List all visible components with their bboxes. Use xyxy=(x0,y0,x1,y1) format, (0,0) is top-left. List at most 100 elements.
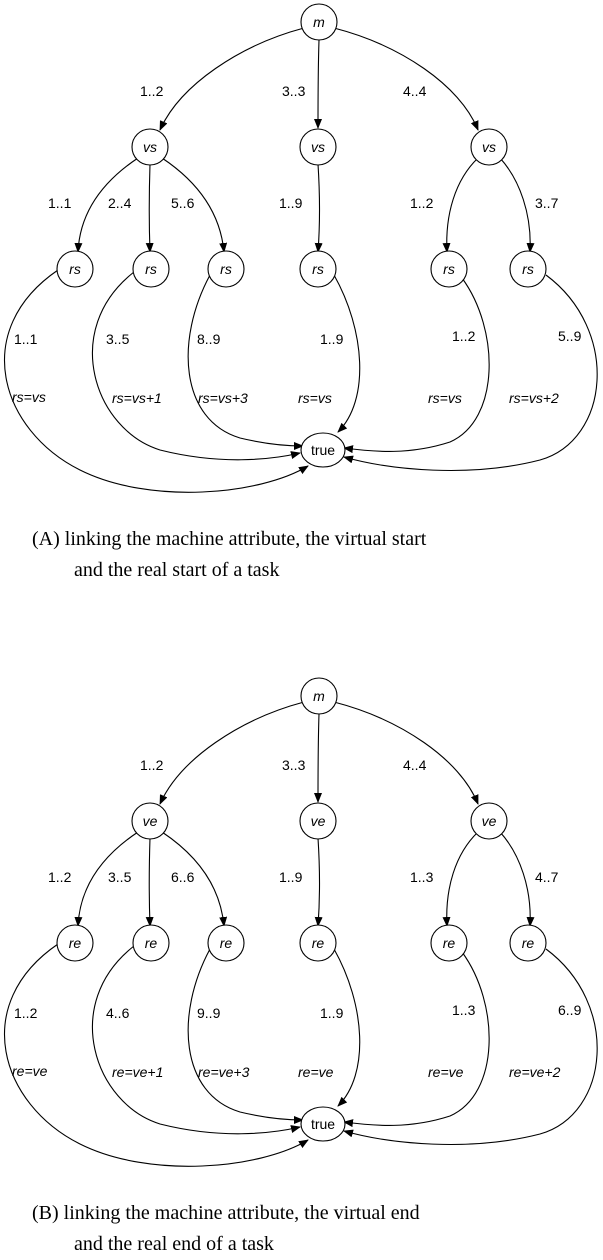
edge-rs-true-4 xyxy=(333,274,361,433)
node-re-6-label: re xyxy=(522,935,535,951)
edge-re-true-6 xyxy=(343,948,598,1146)
edge-vs-rs-2 xyxy=(145,163,154,253)
caption-b: (B) linking the machine attribute, the v… xyxy=(32,1198,592,1260)
mid-edge-label-5: 1..2 xyxy=(410,195,434,211)
edge-rs-true-5 xyxy=(343,277,490,454)
node-m xyxy=(300,3,338,41)
root-edge-label-1: 1..2 xyxy=(140,83,164,99)
edge-ve-re-1 xyxy=(74,831,139,927)
edge-vs-rs-3 xyxy=(161,157,228,253)
leaf-range-label-5: 1..3 xyxy=(452,1002,476,1018)
edge-m-ve-2 xyxy=(314,713,323,803)
mid-edge-label-6: 3..7 xyxy=(535,195,559,211)
mid-edge-label-4: 1..9 xyxy=(279,195,303,211)
leaf-range-label-1: 1..1 xyxy=(14,331,38,347)
node-rs-2 xyxy=(132,250,170,288)
leaf-cond-label-6: re=ve+2 xyxy=(509,1064,561,1080)
mid-edge-label-2: 2..4 xyxy=(108,195,132,211)
leaf-cond-label-4: rs=vs xyxy=(298,390,332,406)
edge-re-true-5 xyxy=(343,951,490,1128)
caption-a: (A) linking the machine attribute, the v… xyxy=(32,524,592,586)
edge-ve-re-4 xyxy=(314,837,323,927)
edge-rs-true-1 xyxy=(4,269,309,493)
edge-rs-true-6 xyxy=(343,274,598,472)
edge-vs-rs-1 xyxy=(74,157,139,253)
leaf-range-label-3: 8..9 xyxy=(197,331,221,347)
node-m-label: m xyxy=(313,14,325,30)
node-re-6 xyxy=(509,924,547,962)
node-re-2-label: re xyxy=(145,935,158,951)
leaf-cond-label-6: rs=vs+2 xyxy=(509,390,559,406)
mid-edge-label-6: 4..7 xyxy=(535,869,559,885)
leaf-cond-label-1: re=ve xyxy=(12,1063,48,1079)
node-rs-6 xyxy=(509,250,547,288)
mid-edge-label-2: 3..5 xyxy=(108,869,132,885)
leaf-range-label-3: 9..9 xyxy=(197,1005,221,1021)
root-edge-label-2: 3..3 xyxy=(282,757,306,773)
node-rs-1-label: rs xyxy=(69,261,81,277)
leaf-range-label-2: 4..6 xyxy=(106,1005,130,1021)
diagram-b: m ve ve ve re re re re re re true 1..2 3… xyxy=(4,677,598,1167)
edge-rs-true-3 xyxy=(187,274,304,450)
root-edge-label-1: 1..2 xyxy=(140,757,164,773)
node-re-3 xyxy=(207,924,245,962)
edge-m-vs-1 xyxy=(159,27,305,131)
edge-ve-re-6 xyxy=(499,831,535,927)
edge-vs-rs-5 xyxy=(442,157,479,253)
node-vs-3-label: vs xyxy=(482,139,496,155)
leaf-cond-label-4: re=ve xyxy=(298,1064,334,1080)
node-rs-1 xyxy=(56,250,94,288)
node-m-label: m xyxy=(313,688,325,704)
root-edge-label-3: 4..4 xyxy=(403,83,427,99)
edge-ve-re-3 xyxy=(161,831,228,927)
caption-a-line1: (A) linking the machine attribute, the v… xyxy=(32,528,427,550)
node-re-5 xyxy=(430,924,468,962)
edge-vs-rs-6 xyxy=(499,157,535,253)
caption-b-line2: and the real end of a task xyxy=(74,1233,274,1255)
node-true-label: true xyxy=(311,1116,335,1132)
edge-ve-re-5 xyxy=(442,831,479,927)
leaf-cond-label-5: rs=vs xyxy=(428,390,462,406)
mid-edge-label-5: 1..3 xyxy=(410,869,434,885)
leaf-range-label-6: 5..9 xyxy=(558,328,582,344)
node-re-3-label: re xyxy=(220,935,233,951)
edge-re-true-3 xyxy=(187,948,304,1124)
edge-vs-rs-4 xyxy=(314,163,323,253)
root-edge-label-3: 4..4 xyxy=(403,757,427,773)
node-re-2 xyxy=(132,924,170,962)
leaf-range-label-1: 1..2 xyxy=(14,1005,38,1021)
node-ve-1 xyxy=(131,802,169,840)
node-re-4-label: re xyxy=(312,935,325,951)
leaf-cond-label-3: rs=vs+3 xyxy=(198,390,248,406)
mid-edge-label-3: 6..6 xyxy=(171,869,195,885)
node-true xyxy=(300,432,346,468)
node-rs-5-label: rs xyxy=(443,261,455,277)
caption-a-line2: and the real start of a task xyxy=(74,559,280,581)
edge-m-vs-3 xyxy=(333,27,479,131)
edge-re-true-1 xyxy=(4,943,309,1167)
node-re-4 xyxy=(299,924,337,962)
edge-ve-re-2 xyxy=(145,837,154,927)
mid-edge-label-1: 1..1 xyxy=(48,195,72,211)
node-rs-3-label: rs xyxy=(220,261,232,277)
node-true xyxy=(300,1106,346,1142)
node-rs-2-label: rs xyxy=(145,261,157,277)
node-re-1-label: re xyxy=(69,935,82,951)
diagram-a: m vs vs vs rs rs rs rs rs rs true 1..2 3… xyxy=(4,3,598,493)
leaf-range-label-4: 1..9 xyxy=(320,331,344,347)
leaf-cond-label-2: rs=vs+1 xyxy=(112,390,162,406)
root-edge-label-2: 3..3 xyxy=(282,83,306,99)
node-vs-1-label: vs xyxy=(143,139,157,155)
node-rs-4 xyxy=(299,250,337,288)
node-rs-3 xyxy=(207,250,245,288)
node-vs-3 xyxy=(470,128,508,166)
leaf-cond-label-2: re=ve+1 xyxy=(112,1064,163,1080)
caption-b-line1: (B) linking the machine attribute, the v… xyxy=(32,1202,420,1224)
mid-edge-label-3: 5..6 xyxy=(171,195,195,211)
node-ve-2-label: ve xyxy=(311,813,326,829)
node-rs-4-label: rs xyxy=(312,261,324,277)
node-m xyxy=(300,677,338,715)
leaf-cond-label-5: re=ve xyxy=(428,1064,464,1080)
edge-re-true-4 xyxy=(333,948,361,1107)
leaf-range-label-4: 1..9 xyxy=(320,1005,344,1021)
